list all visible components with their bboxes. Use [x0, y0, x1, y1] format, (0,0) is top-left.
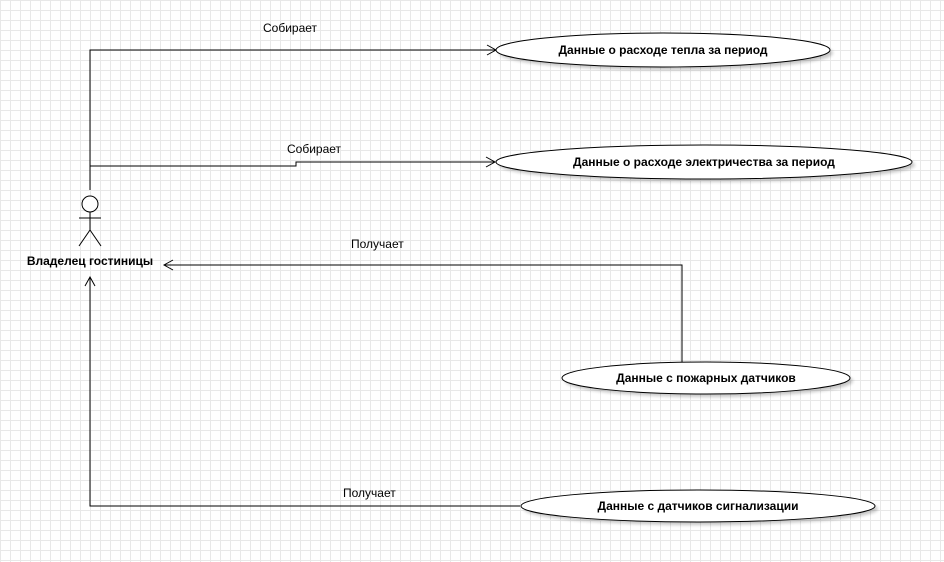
- usecase-alarm-label: Данные с датчиков сигнализации: [598, 499, 799, 513]
- edge-label-receives-fire: Получает: [351, 237, 404, 251]
- usecase-fire-label: Данные с пожарных датчиков: [616, 371, 796, 385]
- actor-left-leg: [78, 229, 91, 247]
- edge-receives-alarm[interactable]: [84, 275, 520, 507]
- actor-label: Владелец гостиницы: [27, 254, 153, 268]
- edge-receives-fire[interactable]: [162, 259, 683, 362]
- usecase-fire-sensors[interactable]: Данные с пожарных датчиков: [561, 361, 851, 395]
- actor-right-leg: [89, 229, 102, 247]
- actor-hotel-owner[interactable]: Владелец гостиницы: [27, 195, 153, 268]
- usecase-electricity-label: Данные о расходе электричества за период: [573, 155, 835, 169]
- edge-label-receives-alarm: Получает: [343, 486, 396, 500]
- edge-label-collects-electricity: Собирает: [287, 142, 342, 156]
- edge-collects-electricity[interactable]: [89, 156, 497, 190]
- usecase-electricity-data[interactable]: Данные о расходе электричества за период: [495, 144, 913, 180]
- usecase-heat-data[interactable]: Данные о расходе тепла за период: [495, 32, 831, 68]
- usecase-alarm-sensors[interactable]: Данные с датчиков сигнализации: [520, 489, 876, 523]
- actor-head: [81, 195, 99, 213]
- edge-label-collects-heat: Собирает: [263, 21, 318, 35]
- edge-collects-heat[interactable]: [89, 44, 498, 190]
- usecase-heat-label: Данные о расходе тепла за период: [559, 43, 768, 57]
